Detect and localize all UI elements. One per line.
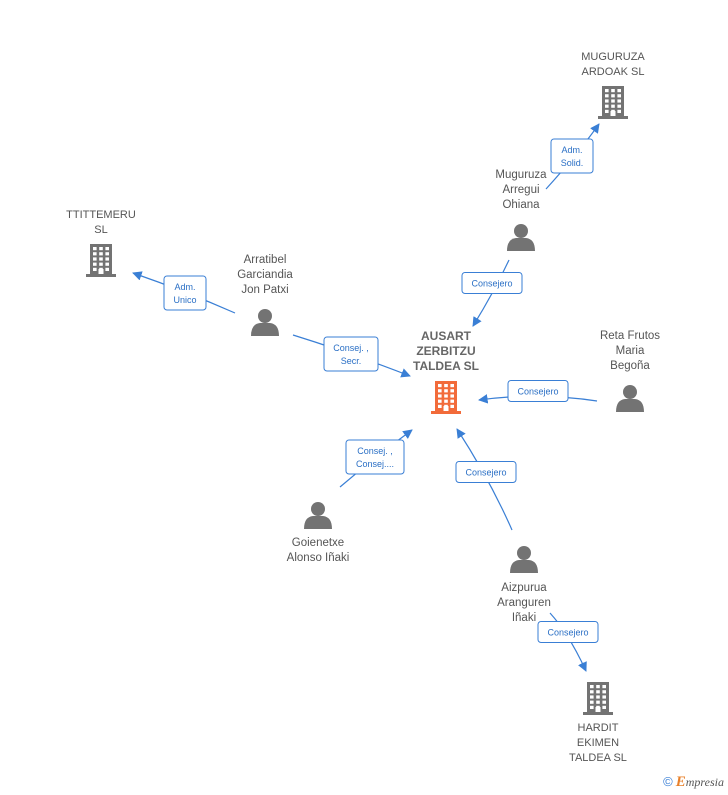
node-ttittemeru[interactable] <box>86 244 116 277</box>
edge-label-box[interactable] <box>550 138 594 174</box>
building-icon[interactable] <box>431 381 461 414</box>
edge-label-text: Adm. <box>561 145 582 155</box>
edge-label-text: Consej. , <box>333 343 369 353</box>
node-muguruza_arregui[interactable] <box>507 224 535 251</box>
edge-label-text: Unico <box>173 295 196 305</box>
edge-label-text: Consej. , <box>357 446 393 456</box>
edge-label-text: Consejero <box>471 279 512 289</box>
edge-label-text: Solid. <box>561 158 584 168</box>
building-icon[interactable] <box>598 86 628 119</box>
person-icon[interactable] <box>251 309 279 336</box>
brand-name: mpresia <box>685 775 724 789</box>
edge-label-text: Consejero <box>517 387 558 397</box>
person-icon[interactable] <box>304 502 332 529</box>
edge-label-box[interactable] <box>461 272 523 294</box>
edge-reta-to-ausart: Consejero <box>478 380 598 404</box>
edge-goienetxe-to-ausart: Consej. , Consej.... <box>339 429 413 488</box>
edge-arratibel-to-ttittemeru: Adm. Unico <box>132 271 236 314</box>
node-aizpurua[interactable] <box>510 546 538 573</box>
edge-label-box[interactable] <box>163 275 207 311</box>
node-muguruza_ardoak[interactable] <box>598 86 628 119</box>
person-icon[interactable] <box>510 546 538 573</box>
edge-aizpurua-to-ausart: Consejero <box>455 428 517 531</box>
edge-label-box[interactable] <box>537 621 599 643</box>
building-icon[interactable] <box>86 244 116 277</box>
edge-muguruza_arregui-to-muguruza_ardoak: Adm. Solid. <box>545 123 600 190</box>
copyright-icon: © <box>663 774 673 789</box>
brand-watermark: ©Empresia <box>663 774 724 791</box>
edge-label-text: Consejero <box>547 628 588 638</box>
edge-label-box[interactable] <box>455 461 517 483</box>
node-ausart[interactable] <box>431 381 461 414</box>
edge-label-text: Consejero <box>465 468 506 478</box>
edge-label-box[interactable] <box>345 439 405 475</box>
brand-logo-initial: E <box>675 774 686 790</box>
node-hardit[interactable] <box>583 682 613 715</box>
edge-aizpurua-to-hardit: Consejero <box>537 612 599 672</box>
node-goienetxe[interactable] <box>304 502 332 529</box>
person-icon[interactable] <box>507 224 535 251</box>
edge-label-text: Adm. <box>174 282 195 292</box>
edge-label-box[interactable] <box>323 336 379 372</box>
edge-label-text: Consej.... <box>356 459 394 469</box>
node-arratibel[interactable] <box>251 309 279 336</box>
building-icon[interactable] <box>583 682 613 715</box>
node-reta[interactable] <box>616 385 644 412</box>
person-icon[interactable] <box>616 385 644 412</box>
edge-label-text: Secr. <box>341 356 362 366</box>
edge-label-box[interactable] <box>507 380 569 402</box>
edge-muguruza_arregui-to-ausart: Consejero <box>461 259 523 327</box>
edge-arratibel-to-ausart: Consej. , Secr. <box>292 334 411 378</box>
